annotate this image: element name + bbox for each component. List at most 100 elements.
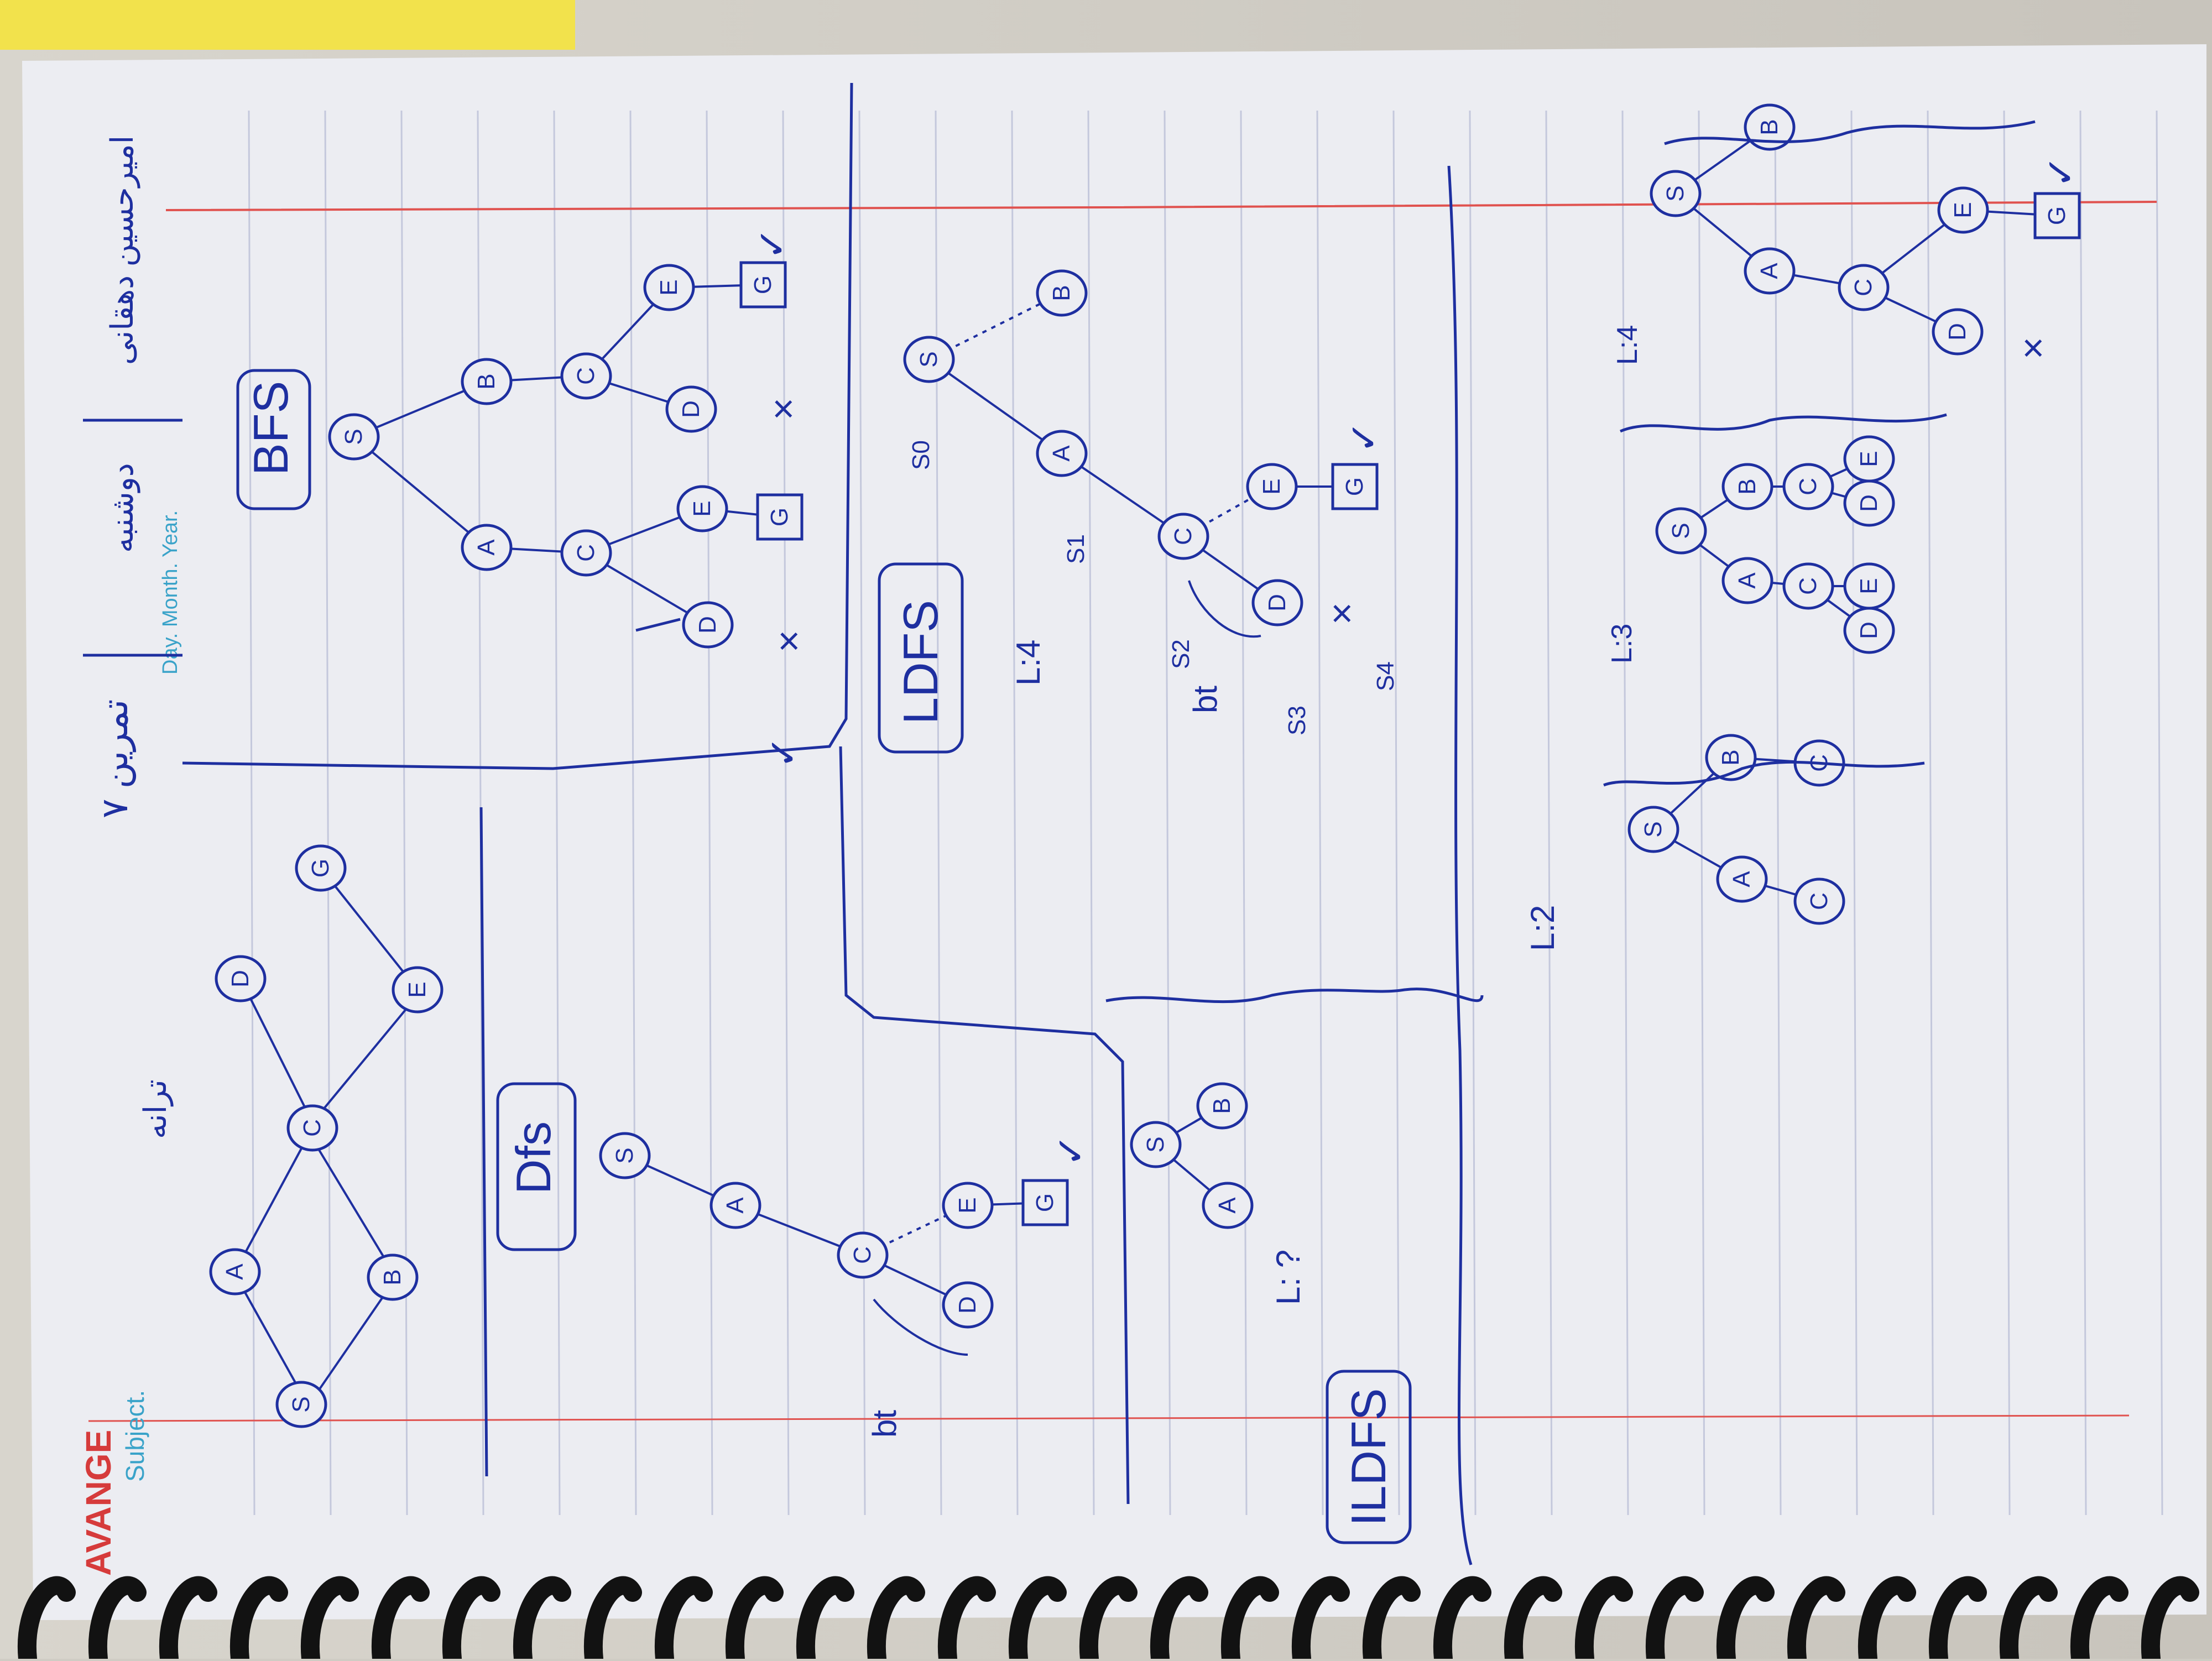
node-outline — [1036, 430, 1088, 477]
section-boxes — [236, 369, 1412, 1544]
node-label: G — [749, 275, 776, 294]
node-label: A — [722, 1197, 749, 1214]
graph-node: G — [2033, 192, 2081, 239]
node-outline — [1782, 562, 1834, 610]
node-outline — [2033, 192, 2081, 239]
node-label: D — [1264, 594, 1291, 612]
node-outline — [756, 493, 804, 541]
rule-line — [1011, 110, 1019, 1516]
node-label: B — [1208, 1098, 1235, 1114]
node-label: G — [1341, 477, 1368, 496]
node-label: C — [1794, 478, 1822, 495]
spiral-ring — [442, 1576, 500, 1661]
rule-line — [2079, 110, 2087, 1516]
node-outline — [286, 1104, 338, 1152]
node-label: E — [404, 981, 431, 997]
step-s3: S3 — [1284, 706, 1311, 735]
graph-node: C — [1793, 877, 1845, 925]
graph-node: A — [209, 1248, 261, 1296]
node-label: C — [1794, 577, 1822, 595]
graph-node: E — [676, 485, 728, 532]
node-label: S — [340, 429, 367, 445]
node-outline — [1246, 463, 1298, 510]
graph-node: S — [599, 1132, 651, 1179]
node-outline — [682, 601, 734, 649]
graph-node: S — [903, 336, 955, 383]
spiral-ring — [159, 1576, 217, 1661]
node-label: A — [473, 539, 500, 556]
node-label: S — [1142, 1136, 1169, 1152]
rule-line — [1469, 110, 1477, 1516]
graph-node: D — [215, 955, 267, 1002]
node-label: C — [572, 544, 599, 562]
node-outline — [1021, 1179, 1069, 1226]
graph-node: C — [837, 1231, 889, 1279]
node-label: G — [307, 859, 334, 877]
node-label: E — [954, 1197, 981, 1213]
node-label: E — [1855, 578, 1882, 594]
node-outline — [1793, 877, 1845, 925]
cross-mark: × — [1320, 602, 1363, 625]
node-label: G — [1031, 1193, 1058, 1212]
check-mark: ✓ — [761, 736, 805, 769]
rule-line — [2156, 110, 2163, 1516]
graph-node: D — [1932, 308, 1984, 356]
graph-node: E — [1843, 435, 1895, 483]
node-label: D — [1855, 621, 1882, 639]
check-mark: ✓ — [1342, 421, 1385, 453]
bfs-title: BFS — [243, 381, 298, 476]
node-label: B — [1048, 285, 1075, 301]
graph-node: S — [328, 413, 380, 461]
graph-node: C — [560, 529, 612, 577]
node-label: E — [1258, 478, 1285, 494]
node-label: D — [677, 400, 705, 418]
node-outline — [1782, 463, 1834, 510]
node-label: G — [766, 508, 793, 526]
spiral-ring — [937, 1576, 996, 1661]
node-outline — [942, 1182, 994, 1229]
node-label: D — [1944, 323, 1971, 341]
ldfs-limit: L:4 — [1010, 640, 1047, 686]
rule-line — [706, 110, 713, 1516]
node-outline — [1251, 579, 1303, 626]
spiral-ring — [1362, 1576, 1421, 1661]
step-s1: S1 — [1062, 534, 1089, 564]
graph-node: A — [1036, 430, 1088, 477]
ildfs-limit-4: L:4 — [1611, 325, 1644, 365]
node-label: A — [1734, 572, 1761, 589]
rule-line — [1545, 110, 1553, 1516]
node-outline — [1838, 264, 1890, 311]
graph-node: B — [367, 1253, 419, 1301]
bt-note-ldfs: bt — [1187, 686, 1224, 713]
spiral-ring — [88, 1576, 147, 1661]
rule-line — [782, 110, 790, 1516]
subject-label: Subject. — [121, 1390, 149, 1482]
node-outline — [275, 1381, 327, 1428]
node-label: B — [1734, 478, 1761, 494]
spiral-ring — [2070, 1576, 2128, 1661]
graph-node: E — [1937, 186, 1989, 234]
node-outline — [392, 966, 444, 1014]
rule-line — [1164, 110, 1171, 1516]
spiral-ring — [796, 1576, 854, 1661]
node-outline — [461, 358, 513, 405]
sticky-note — [0, 0, 575, 50]
left-note: ترانه — [138, 1079, 174, 1139]
node-outline — [903, 336, 955, 383]
node-outline — [1130, 1121, 1182, 1168]
graph-node: S — [1130, 1121, 1182, 1168]
graph-node: E — [1246, 463, 1298, 510]
spiral-ring — [1574, 1576, 1633, 1661]
spiral-ring — [867, 1576, 925, 1661]
rule-line — [1392, 110, 1400, 1516]
node-outline — [1932, 308, 1984, 356]
spiral-ring — [725, 1576, 784, 1661]
graph-node: E — [392, 966, 444, 1014]
rule-line — [1087, 110, 1095, 1516]
node-outline — [1196, 1082, 1248, 1130]
date-note: دوشنبه — [105, 463, 140, 553]
node-label: G — [2043, 206, 2070, 225]
rule-line — [1621, 110, 1629, 1516]
